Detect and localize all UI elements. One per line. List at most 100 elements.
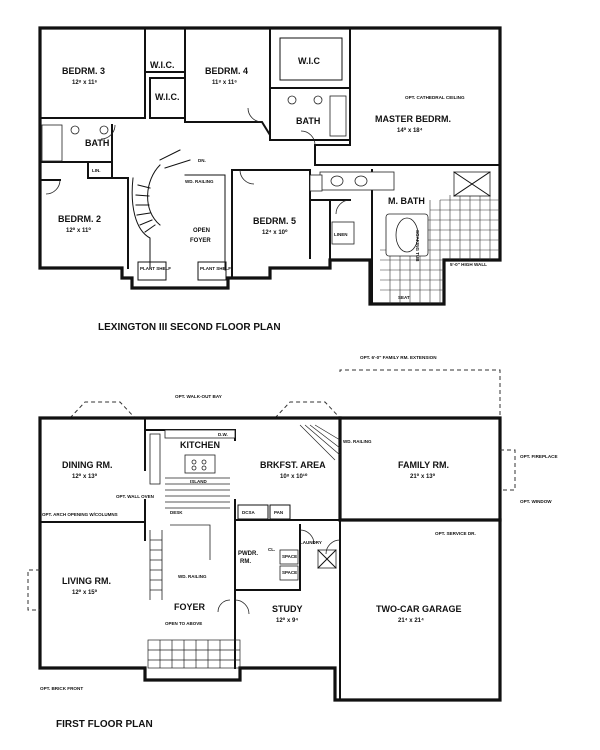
wic-inner	[279, 37, 343, 81]
arch-note: OPT. ARCH OPENING W/COLUMNS	[42, 512, 118, 517]
walkout-note: OPT. WALK-OUT BAY	[175, 394, 222, 399]
cl-note: CL.	[268, 547, 275, 552]
wic2-label: W.I.C.	[155, 92, 180, 102]
laundry-label: LAUNDRY	[300, 540, 322, 545]
wall	[39, 499, 146, 541]
wall	[111, 177, 129, 269]
door-swings	[45, 107, 351, 215]
toilet	[70, 125, 80, 135]
plant-shelf-2: PLANT SHELF	[200, 266, 231, 271]
tile-floor	[380, 195, 500, 304]
mbath-label: M. BATH	[388, 196, 425, 206]
plant-shelf	[137, 261, 167, 281]
bedroom2-dim: 12⁰ x 11⁰	[66, 227, 91, 234]
door-swings-first	[217, 529, 341, 615]
stair-treads	[135, 149, 191, 233]
cooktop	[191, 465, 197, 471]
laundry-space	[279, 565, 299, 581]
cooktop	[191, 459, 197, 465]
brkfst-label: BRKFST. AREA	[260, 460, 326, 470]
sink	[99, 125, 109, 135]
space1-note: SPACE	[282, 554, 297, 559]
dining-label: DINING RM.	[62, 460, 113, 470]
kitchen-island	[184, 454, 216, 474]
rm-label: RM.	[240, 559, 251, 565]
window-note: OPT. WINDOW	[520, 499, 552, 504]
bedroom3-dim: 12⁸ x 11⁶	[72, 80, 98, 86]
dw-note: D.W.	[218, 432, 228, 437]
bedroom4-label: BEDRM. 4	[205, 66, 248, 76]
bedroom3-label: BEDRM. 3	[62, 66, 105, 76]
foyer1-label: FOYER	[174, 602, 206, 612]
space2-note: SPACE	[282, 570, 297, 575]
rail-note: WD. RAILING	[343, 439, 372, 444]
open-label: OPEN	[193, 228, 210, 234]
plant-shelf-1: PLANT SHELF	[140, 266, 171, 271]
toilet	[313, 95, 323, 105]
living-label: LIVING RM.	[62, 576, 111, 586]
sink	[287, 95, 297, 105]
wall	[39, 107, 146, 119]
master-label: MASTER BEDRM.	[375, 114, 451, 124]
wall	[234, 524, 301, 591]
living-dim: 12⁰ x 15⁰	[72, 589, 98, 596]
wall	[87, 161, 113, 179]
wall	[234, 499, 341, 669]
bath2-label: BATH	[296, 116, 320, 126]
kitchen-label: KITCHEN	[180, 440, 220, 450]
brkfst-dim: 10⁸ x 10¹⁰	[280, 473, 308, 480]
kitchen-upper-counter	[164, 429, 236, 439]
foyer-label: FOYER	[190, 238, 211, 244]
garage-label: TWO-CAR GARAGE	[376, 604, 462, 614]
fireplace-outline	[500, 449, 516, 491]
fireplace-note: OPT. FIREPLACE	[520, 454, 558, 459]
study-dim: 12⁰ x 9⁴	[276, 617, 298, 624]
laundry-space	[279, 549, 299, 565]
sink	[330, 175, 344, 187]
bedroom2-label: BEDRM. 2	[58, 214, 101, 224]
front-stoop	[147, 639, 241, 669]
lin-label: LIN.	[92, 168, 101, 173]
garage-dim: 21⁴ x 21⁴	[398, 618, 424, 624]
wall	[269, 27, 351, 89]
basement-stair	[165, 424, 341, 509]
plant-shelf	[197, 261, 227, 281]
pwdr-label: PWDR.	[238, 551, 258, 557]
cooktop	[201, 459, 207, 465]
dn-note: DN.	[198, 158, 206, 163]
extension-note: OPT. 6'-0" FAMILY RM. EXTENSION	[360, 355, 437, 360]
desk-label: DESK	[170, 510, 183, 515]
study-label: STUDY	[272, 604, 303, 614]
tub-basin	[395, 217, 419, 253]
wic1-label: W.I.C.	[150, 60, 175, 70]
dining-dim: 12⁰ x 13⁰	[72, 473, 98, 480]
foyer-stair	[149, 524, 211, 600]
desk-note: DCSA	[242, 510, 256, 515]
pantry	[269, 504, 291, 520]
utility-x	[317, 549, 337, 569]
wall	[231, 169, 311, 259]
second-floor-title: LEXINGTON III SECOND FLOOR PLAN	[98, 322, 281, 333]
sink	[354, 175, 368, 187]
railing-note: WD. RAILING	[185, 179, 214, 184]
railing2-note: WD. RAILING	[178, 574, 207, 579]
bath1-label: BATH	[85, 138, 109, 148]
bedroom5-label: BEDRM. 5	[253, 216, 296, 226]
walkout-bay-outline	[69, 401, 341, 419]
bathtub	[329, 95, 347, 137]
service-note: OPT. SERVICE DR.	[435, 531, 476, 536]
shower-x	[453, 171, 491, 197]
toilet-closet	[309, 174, 323, 192]
island-note: ISLAND	[190, 479, 208, 484]
first-floor-title: FIRST FLOOR PLAN	[56, 719, 153, 730]
family-label: FAMILY RM.	[398, 460, 449, 470]
wic3-label: W.I.C	[298, 56, 320, 66]
cathedral-note: OPT. CATHEDRAL CEILING	[405, 95, 465, 100]
first-floor-plan	[27, 369, 516, 702]
stair-outline	[131, 164, 161, 269]
family-dim: 21⁰ x 13⁰	[410, 473, 436, 480]
linen-closet	[331, 221, 355, 245]
highwall-note: 5'-0" HIGH WALL	[450, 262, 487, 267]
master-dim: 14⁰ x 18⁴	[397, 127, 423, 134]
